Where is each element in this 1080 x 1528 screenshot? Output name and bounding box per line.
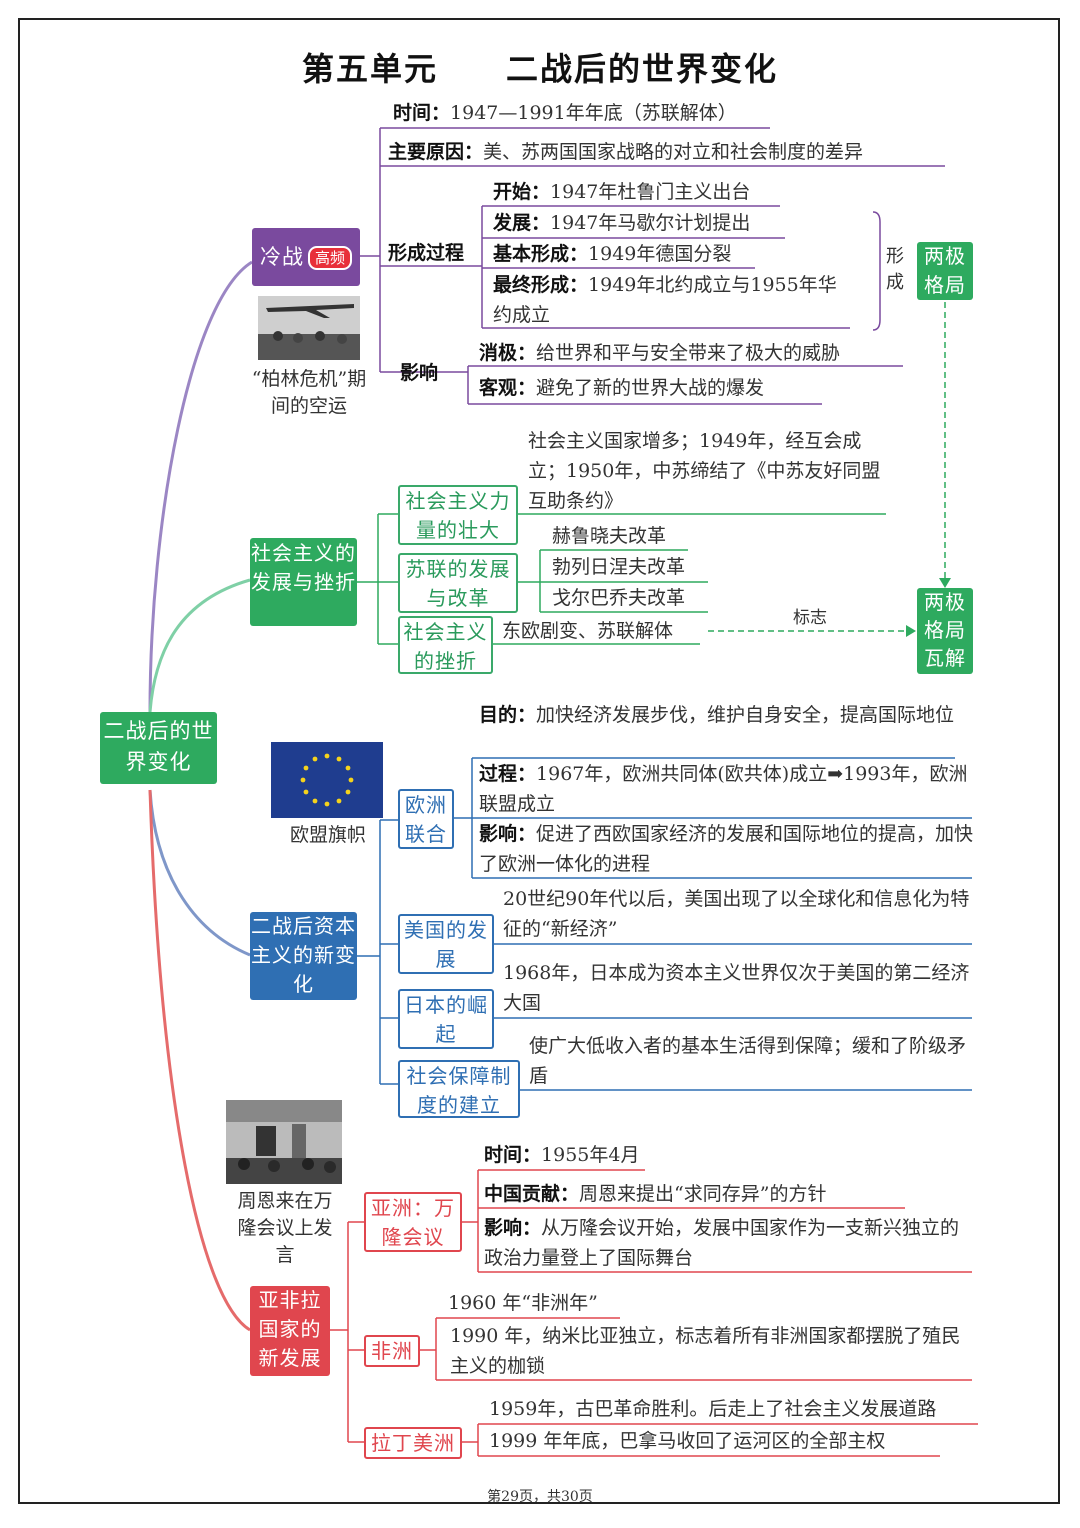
china-contribution: 中国贡献：周恩来提出“求同存异”的方针	[484, 1183, 827, 1205]
japan-rise-text: 1968年，日本成为资本主义世界仅次于美国的第二经济大国	[503, 962, 970, 1014]
japan-rise-node: 日本的崛起	[398, 989, 494, 1049]
formed-label: 形成	[886, 246, 904, 293]
process-step: 发展：1947年马歇尔计划提出	[493, 212, 751, 234]
reform-item: 戈尔巴乔夫改革	[552, 587, 686, 609]
africa-node: 非洲	[364, 1335, 420, 1367]
page-frame	[18, 18, 1060, 1504]
soviet-reform-node: 苏联的发展与改革	[398, 553, 518, 613]
conference-photo-icon	[226, 1100, 342, 1184]
africa-item: 1990 年，纳米比亚独立，标志着所有非洲国家都摆脱了殖民主义的枷锁	[450, 1325, 961, 1377]
eu-integration-node: 欧洲联合	[398, 789, 454, 849]
process-step: 开始：1947年杜鲁门主义出台	[493, 181, 751, 203]
airplane-icon	[258, 296, 360, 360]
latin-item: 1959年，古巴革命胜利。后走上了社会主义发展道路	[489, 1398, 937, 1420]
mark-label: 标志	[793, 608, 827, 628]
asia-bandung-node: 亚洲：万隆会议	[364, 1192, 462, 1252]
process-step: 最终形成：1949年北约成立与1955年华约成立	[493, 274, 837, 326]
berlin-airlift-caption: “柏林危机”期间的空运	[251, 368, 367, 417]
eu-impact: 影响：促进了西欧国家经济的发展和国际地位的提高，加快了欧洲一体化的进程	[479, 823, 974, 875]
eu-process: 过程：1967年，欧洲共同体(欧共体)成立➡1993年，欧洲联盟成立	[479, 763, 968, 815]
bandung-photo	[226, 1100, 342, 1184]
impact-objective: 客观：避免了新的世界大战的爆发	[479, 377, 765, 399]
socialism-node: 社会主义的发展与挫折	[250, 538, 357, 626]
socialism-setback-node: 社会主义的挫折	[398, 616, 493, 674]
berlin-airlift-photo	[258, 296, 360, 360]
social-security-node: 社会保障制度的建立	[398, 1060, 520, 1118]
root-node: 二战后的世界变化	[100, 712, 217, 784]
eu-stars-icon	[300, 753, 354, 807]
socialism-growth-text: 社会主义国家增多；1949年，经互会成立；1950年，中苏缔结了《中苏友好同盟互…	[528, 430, 881, 512]
latin-america-node: 拉丁美洲	[364, 1427, 462, 1459]
setback-text: 东欧剧变、苏联解体	[502, 620, 674, 642]
high-frequency-badge: 高频	[308, 246, 353, 270]
page-footer: 第29页，共30页	[487, 1489, 593, 1505]
reform-item: 赫鲁晓夫改革	[552, 525, 667, 547]
cold-war-cause: 主要原因：美、苏两国国家战略的对立和社会制度的差异	[388, 141, 864, 163]
latin-item: 1999 年年底，巴拿马收回了运河区的全部主权	[489, 1430, 886, 1452]
eu-flag-caption: 欧盟旗帜	[289, 824, 366, 846]
cold-war-node: 冷战高频	[252, 228, 360, 286]
cold-war-label: 冷战	[260, 245, 304, 269]
page-title: 第五单元 二战后的世界变化	[301, 50, 778, 88]
us-development-node: 美国的发展	[398, 914, 494, 974]
bipolar-collapse-node: 两极格局瓦解	[917, 588, 973, 674]
eu-purpose: 目的：加快经济发展步伐，维护自身安全，提高国际地位	[479, 704, 955, 726]
impact-label: 影响	[400, 362, 439, 384]
bandung-caption: 周恩来在万隆会议上发言	[237, 1190, 333, 1266]
eu-flag	[271, 742, 383, 818]
bandung-time: 时间：1955年4月	[484, 1144, 640, 1166]
bandung-impact: 影响：从万隆会议开始，发展中国家作为一支新兴独立的政治力量登上了国际舞台	[484, 1217, 960, 1269]
us-development-text: 20世纪90年代以后，美国出现了以全球化和信息化为特征的“新经济”	[503, 888, 970, 940]
bipolar-pattern-node: 两极格局	[917, 242, 973, 300]
socialism-growth-node: 社会主义力量的壮大	[398, 485, 518, 545]
reform-item: 勃列日涅夫改革	[552, 556, 686, 578]
cold-war-time: 时间：1947—1991年年底（苏联解体）	[393, 102, 737, 124]
formation-process-label: 形成过程	[388, 242, 465, 264]
afro-latin-node: 亚非拉国家的新发展	[250, 1286, 330, 1376]
social-security-text: 使广大低收入者的基本生活得到保障；缓和了阶级矛盾	[529, 1035, 967, 1087]
process-step: 基本形成：1949年德国分裂	[493, 243, 732, 265]
impact-negative: 消极：给世界和平与安全带来了极大的威胁	[479, 342, 841, 364]
capitalism-node: 二战后资本主义的新变化	[250, 912, 357, 1000]
africa-item: 1960 年“非洲年”	[448, 1292, 598, 1314]
